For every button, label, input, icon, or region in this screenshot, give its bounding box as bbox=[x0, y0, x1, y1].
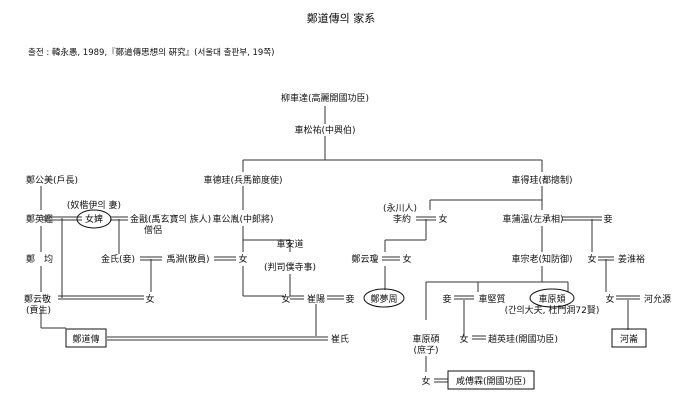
person-che-anzhi: 車安道 bbox=[276, 238, 303, 250]
person-zheng-gongmei: 鄭公美(戶長) bbox=[26, 174, 78, 186]
person-che-yuanshuo: 車原碩 bbox=[412, 333, 439, 345]
person-nv-xian: 女 bbox=[421, 375, 430, 387]
person-che-deyou: 車德珪(兵馬節度使) bbox=[203, 174, 282, 186]
person-cui-yang: 崔陽 bbox=[307, 293, 325, 305]
person-nv-liyue: 女 bbox=[438, 213, 447, 225]
person-nv-yuyan: 女 bbox=[238, 253, 247, 265]
person-zheng-yungyeong-title: (貢生) bbox=[26, 304, 51, 316]
ellipse-jeong-mongju bbox=[363, 288, 405, 308]
person-zheng-daochuan: 鄭道傳 bbox=[72, 333, 99, 345]
person-zheng-yunjing: 鄭云瓊 bbox=[351, 253, 378, 265]
box-jeong-dojeon bbox=[65, 328, 107, 348]
person-jinjian-monk: 僧侶 bbox=[144, 224, 162, 236]
person-cui-shi: 崔氏 bbox=[331, 333, 349, 345]
person-nv-yungyeong: 女 bbox=[145, 293, 154, 305]
person-he-lun: 河崙 bbox=[620, 333, 638, 345]
person-che-jianzhi: 車堅質 bbox=[478, 293, 505, 305]
person-liu-dongda: 柳車達(高麗開國功臣) bbox=[281, 92, 369, 104]
person-zheng-yungyeong: 鄭云敬 bbox=[24, 293, 51, 305]
person-nv-jiang: 女 bbox=[587, 253, 596, 265]
ellipse-nobi bbox=[76, 209, 112, 229]
person-jinshi-qie: 金氏(妾) bbox=[101, 253, 135, 265]
person-zheng-yingjian: 鄭英鑑 bbox=[26, 213, 53, 225]
person-nv-cuiyang: 女 bbox=[281, 293, 290, 305]
source-citation: 출전 : 韓永愚, 1989,『鄭道傳思想의 硏究』(서울대 출판부, 19쪽) bbox=[28, 47, 274, 58]
person-che-zonglao: 車宗老(知防御) bbox=[511, 253, 572, 265]
person-nv-zhao: 女 bbox=[459, 333, 468, 345]
box-ha-ryun bbox=[611, 328, 647, 348]
person-che-yuanji-title: (간의大夫, 杜門洞72賢) bbox=[505, 304, 600, 316]
person-jiang-huiyu: 姜淮裕 bbox=[618, 253, 645, 265]
person-xian-fuliu: 咸傅霖(開國功臣) bbox=[456, 375, 526, 387]
note-nogaei-wife: (奴楷伊의 妻) bbox=[67, 199, 121, 211]
person-che-anzhi-title: (判司僕寺事) bbox=[264, 261, 316, 273]
person-zhao-yinggui: 趙英珪(開國功臣) bbox=[488, 333, 558, 345]
person-che-yuanji: 車原頍 bbox=[538, 293, 565, 305]
connector-lines bbox=[40, 106, 640, 383]
person-che-puwen: 車蒲溫(左承相) bbox=[502, 213, 563, 225]
person-zheng-mengzhou: 鄭夢周 bbox=[370, 293, 397, 305]
person-yu-yan: 禹淵(散員) bbox=[166, 253, 209, 265]
person-che-yuanshuo-title: (庶子) bbox=[413, 344, 438, 356]
person-qi-cuiyang: 妾 bbox=[345, 293, 354, 305]
person-zheng-jun: 鄭 均 bbox=[26, 253, 53, 265]
note-yeongcheon: (永川人) bbox=[383, 202, 417, 214]
box-ham-buri bbox=[447, 370, 535, 390]
person-he-yunfeng: 河允源 bbox=[644, 293, 671, 305]
person-nvbi: 女婢 bbox=[85, 213, 103, 225]
person-qi-jianzhi: 妾 bbox=[442, 293, 451, 305]
person-che-dezhi: 車得珪(都摠制) bbox=[511, 174, 572, 186]
person-nv-yunjing: 女 bbox=[402, 253, 411, 265]
person-labels: 柳車達(高麗開國功臣) 車松祐(中興伯) 鄭公美(戶長) 車德珪(兵馬節度使) … bbox=[24, 92, 671, 387]
diagram-title: 鄭道傳의 家系 bbox=[307, 11, 376, 25]
person-che-gongyun: 車公胤(中郞將) bbox=[212, 213, 273, 225]
person-li-yue: 李約 bbox=[393, 213, 411, 225]
person-jinjian: 金戩(禹玄寶의 族人) bbox=[130, 213, 211, 225]
person-che-songyou: 車松祐(中興伯) bbox=[294, 124, 355, 136]
person-qi-puwen: 妾 bbox=[603, 213, 612, 225]
ellipse-cha-wonbu bbox=[529, 288, 575, 308]
person-nv-heyun: 女 bbox=[605, 293, 614, 305]
